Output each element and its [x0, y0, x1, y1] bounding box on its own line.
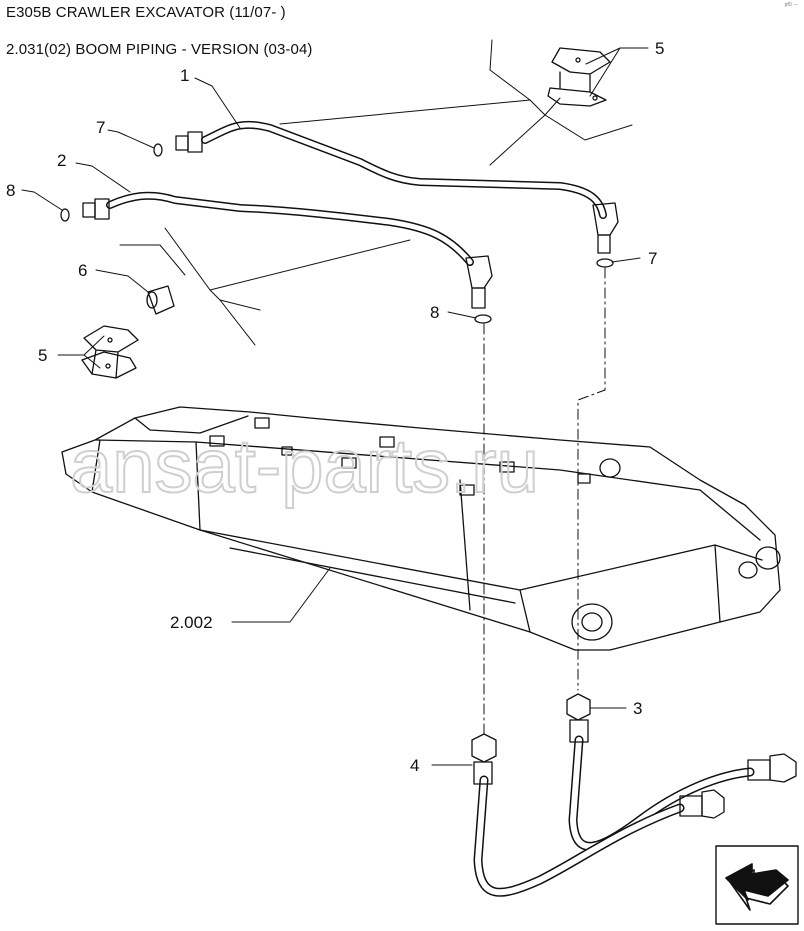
callout-1: 1 [180, 66, 189, 85]
rigid-pipe-1 [175, 120, 619, 254]
assembly-centerlines [483, 267, 606, 736]
callout-7-right: 7 [648, 249, 657, 268]
callout-4: 4 [410, 756, 419, 775]
flexible-hose-3 [566, 693, 797, 851]
explosion-lines [119, 39, 633, 346]
pipe-spacer-clip [146, 285, 175, 315]
next-page-arrow-icon[interactable] [715, 845, 799, 925]
callout-3: 3 [633, 699, 642, 718]
flexible-hose-4 [471, 733, 725, 897]
diagram-subtitle: 2.031(02) BOOM PIPING - VERSION (03-04) [6, 41, 313, 58]
callout-labels: 1 2 3 4 5 5 6 7 7 8 8 2.002 [6, 39, 664, 775]
callout-5-left: 5 [38, 346, 47, 365]
callout-8-mid: 8 [430, 303, 439, 322]
pipe-clamp-left [81, 325, 139, 379]
callout-7-left: 7 [96, 118, 105, 137]
callout-6: 6 [78, 261, 87, 280]
callout-8-left: 8 [6, 181, 15, 200]
callout-leaders [21, 47, 649, 766]
pipe-clamp-upper [547, 47, 611, 107]
boom-body [61, 406, 781, 651]
callout-boom-ref: 2.002 [170, 613, 213, 632]
diagram-title: E305B CRAWLER EXCAVATOR (11/07- ) [6, 4, 286, 21]
rigid-pipe-2 [82, 191, 493, 309]
o-rings [60, 143, 614, 324]
watermark-text: ansat-parts.ru [70, 424, 539, 509]
callout-2: 2 [57, 151, 66, 170]
corner-mark: pf0 --- [784, 2, 798, 8]
callout-5-upper: 5 [655, 39, 664, 58]
